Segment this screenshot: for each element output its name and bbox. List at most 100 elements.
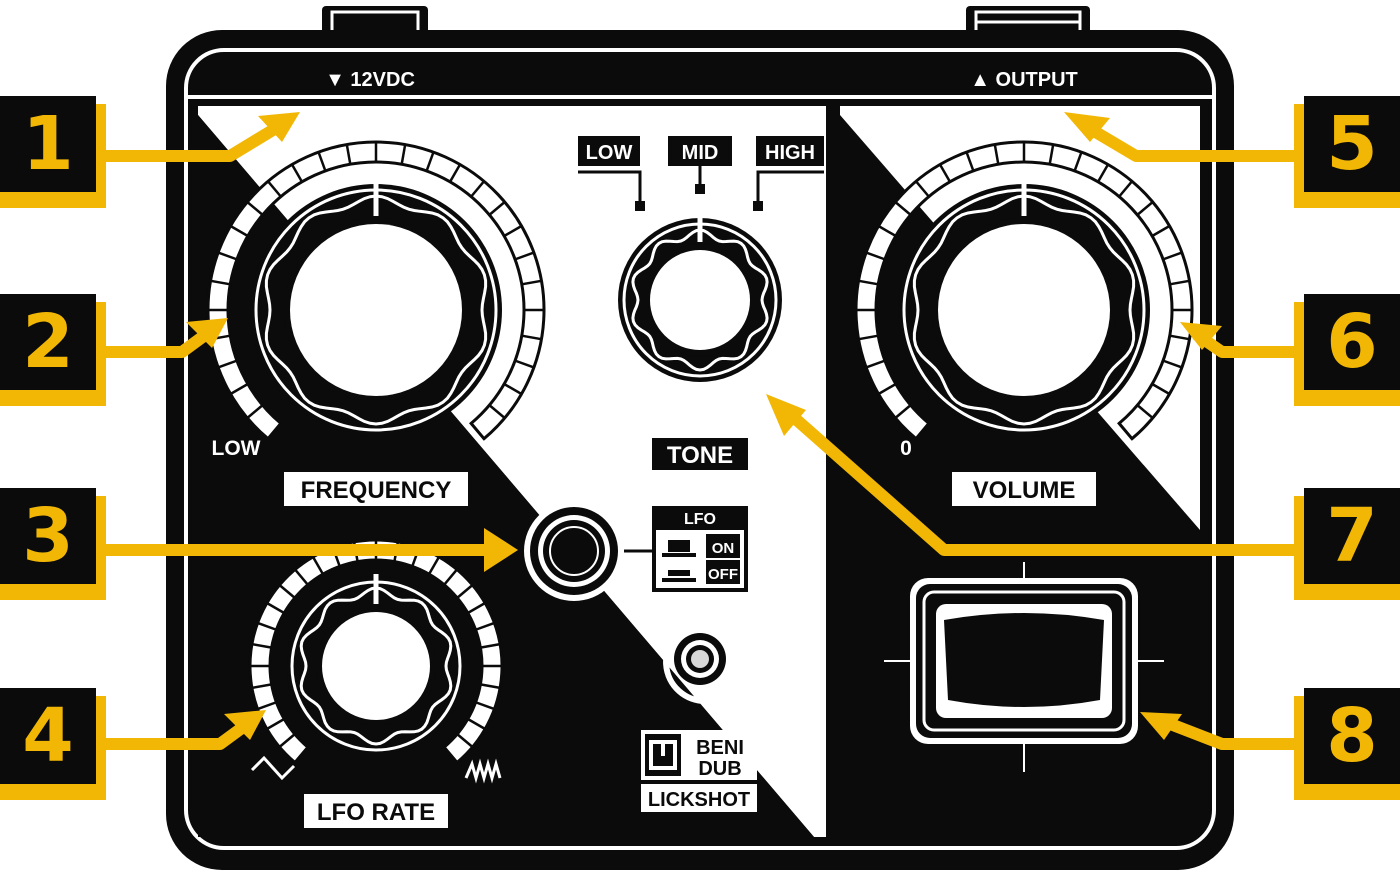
scale-tick [290,163,304,183]
scale-tick [266,717,285,731]
callout-2: 2 [0,294,228,406]
frequency-min-label: LOW [212,437,261,460]
scale-tick [1151,224,1171,238]
output-label: ▲ OUTPUT [970,69,1078,91]
lfo-rate-knob[interactable] [248,538,504,765]
knob-grip [299,586,453,746]
callout-6: 6 [1180,294,1400,406]
knob-cap [290,224,462,396]
knob-cap [650,250,750,350]
scale-tick [993,144,1000,165]
scale-tick [317,151,327,172]
volume-min-label: 0 [900,437,912,460]
model-label: LICKSHOT [648,789,750,811]
scale-tick [514,359,535,369]
scale-tick [865,359,886,369]
scale-tick [257,701,277,711]
scale-tick [470,422,485,440]
scale-tick [877,224,897,238]
callout-1-number: 1 [22,101,74,187]
sawtooth-wave-icon [464,758,502,784]
scale-tick [894,404,912,419]
callout-3-number: 3 [22,493,74,579]
scale-tick [278,733,296,748]
callout-5: 5 [1064,96,1400,208]
callout-3: 3 [0,488,518,600]
scale-tick [480,642,501,649]
scale-tick [251,683,272,690]
scale-tick [1096,163,1110,183]
lfo-state-indicator: LFO ON OFF [652,506,748,592]
scale-tick [894,201,912,216]
volume-title: VOLUME [973,477,1076,504]
pedal-border [184,48,1216,850]
callouts: 1 2 3 4 5 [0,96,1400,800]
scale-tick [443,568,458,586]
tone-low-label: LOW [586,142,633,164]
callout-8: 8 [1140,688,1400,800]
brand-line1: BENI [696,737,744,759]
scale-tick [514,251,535,261]
tone-knob[interactable] [618,216,782,382]
scale-tick [1136,201,1154,216]
scale-tick [480,683,501,690]
tone-mid-label: MID [682,142,719,164]
scale-tick [1151,382,1171,396]
scale-tick [294,746,309,764]
led-indicator [663,633,737,704]
scale-tick [965,151,975,172]
scale-tick [1162,359,1183,369]
power-label: ▼ 12VDC [325,69,415,91]
scale-tick [294,568,309,586]
scale-tick [915,422,930,440]
scale-tick [217,359,238,369]
scale-tick [503,382,523,396]
knob-cap [938,224,1110,396]
volume-max-label: 10 [1144,437,1167,460]
scale-tick [915,180,930,198]
scale-tick [877,382,897,396]
scale-tick [865,251,886,261]
callout-2-number: 2 [22,299,74,385]
knob-grip [631,228,769,372]
scale-tick [858,279,879,286]
scale-tick [229,382,249,396]
lfo-indicator-title: LFO [684,511,716,528]
scale-tick [503,224,523,238]
callout-1: 1 [0,96,300,208]
callout-8-number: 8 [1326,693,1378,779]
frequency-max-label: HIGH [500,437,553,460]
tone-high-label: HIGH [765,142,815,164]
scale-tick [1073,151,1083,172]
pedal-down-icon [662,570,696,582]
volume-knob[interactable] [854,140,1194,441]
scale-tick [448,163,462,183]
scale-tick [246,404,264,419]
scale-tick [475,701,495,711]
scale-tick [246,201,264,216]
scale-tick [521,334,542,341]
pedal-up-icon [662,540,696,557]
tone-title: TONE [667,442,733,469]
scale-tick [1048,144,1055,165]
callout-7: 7 [766,394,1400,600]
callout-5-number: 5 [1326,101,1378,187]
scale-tick [217,251,238,261]
scale-tick [267,422,282,440]
scale-tick [443,746,458,764]
lfo-footswitch[interactable] [524,501,624,601]
lfo-off-label: OFF [708,566,738,583]
frequency-title: FREQUENCY [301,477,452,504]
scale-tick [425,151,435,172]
callout-4: 4 [0,688,266,800]
brand-logo: BENI DUB LICKSHOT [641,730,757,812]
bypass-footswitch[interactable] [884,562,1164,772]
scale-tick [467,717,486,731]
scale-tick [488,201,506,216]
scale-tick [938,163,952,183]
scale-tick [467,601,486,615]
knob-grip [912,194,1136,426]
frequency-knob[interactable] [206,140,546,441]
scale-tick [470,180,485,198]
